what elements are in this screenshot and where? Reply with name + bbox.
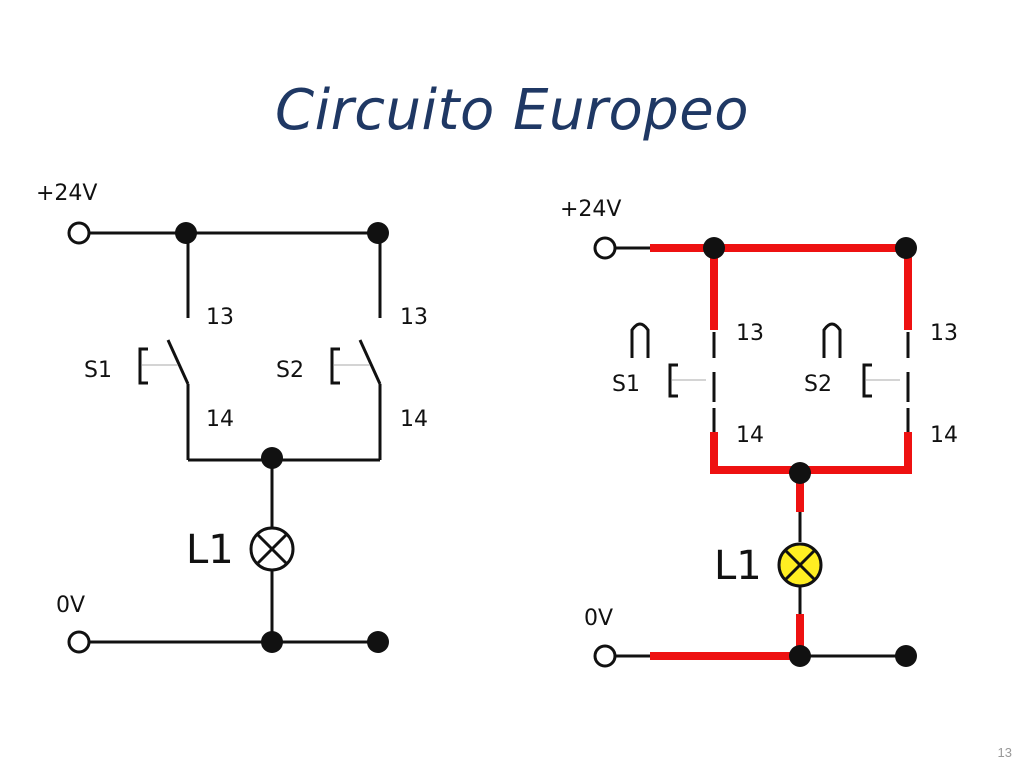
left-s1-top-terminal: 13 bbox=[206, 305, 234, 330]
right-s2-top-terminal: 13 bbox=[930, 321, 958, 346]
right-s2-actuator-bracket bbox=[862, 363, 872, 398]
right-lamp-label: L1 bbox=[714, 543, 762, 589]
left-s2-contact bbox=[358, 339, 382, 385]
left-supply-label: +24V bbox=[36, 181, 97, 206]
left-junction-dots bbox=[175, 222, 389, 653]
left-junction-dot bbox=[261, 447, 283, 469]
left-s2-bottom-terminal: 14 bbox=[400, 407, 428, 432]
left-ground-terminal bbox=[67, 630, 91, 654]
right-junction-dots bbox=[703, 237, 917, 667]
page-number: 13 bbox=[997, 745, 1012, 760]
right-energized-path bbox=[650, 244, 912, 660]
left-junction-dot bbox=[175, 222, 197, 244]
right-ground-label: 0V bbox=[584, 606, 613, 631]
right-s1-bottom-terminal: 14 bbox=[736, 423, 764, 448]
left-junction-dot bbox=[367, 222, 389, 244]
left-s1-label: S1 bbox=[84, 358, 112, 383]
left-junction-dot bbox=[367, 631, 389, 653]
right-s1-actuator-top-icon bbox=[630, 322, 650, 358]
left-s2-label: S2 bbox=[276, 358, 304, 383]
right-s2-actuator-top-icon bbox=[822, 322, 842, 358]
right-junction-dot bbox=[895, 237, 917, 259]
right-s1-top-terminal: 13 bbox=[736, 321, 764, 346]
left-junction-dot bbox=[261, 631, 283, 653]
left-circuit bbox=[67, 221, 382, 654]
page-title: Circuito Europeo bbox=[275, 78, 749, 143]
left-s2-actuator-bracket bbox=[330, 347, 340, 385]
right-s1-label: S1 bbox=[612, 372, 640, 397]
left-s1-bottom-terminal: 14 bbox=[206, 407, 234, 432]
right-lamp-cross-b bbox=[783, 548, 817, 582]
right-circuit bbox=[593, 236, 910, 668]
left-ground-label: 0V bbox=[56, 593, 85, 618]
right-junction-dot bbox=[789, 462, 811, 484]
right-s1-actuator-bracket bbox=[668, 363, 678, 398]
right-supply-label: +24V bbox=[560, 197, 621, 222]
right-junction-dot bbox=[789, 645, 811, 667]
right-junction-dot bbox=[895, 645, 917, 667]
right-join-energized bbox=[710, 432, 912, 474]
left-s1-actuator-bracket bbox=[138, 347, 148, 385]
left-s1-contact bbox=[166, 339, 190, 385]
right-s2-label: S2 bbox=[804, 372, 832, 397]
right-junction-dot bbox=[703, 237, 725, 259]
right-ground-terminal bbox=[593, 644, 617, 668]
left-lamp-cross-b bbox=[255, 532, 289, 566]
left-lamp-label: L1 bbox=[186, 527, 234, 573]
left-supply-terminal bbox=[67, 221, 91, 245]
right-supply-terminal bbox=[593, 236, 617, 260]
right-s2-bottom-terminal: 14 bbox=[930, 423, 958, 448]
left-s2-top-terminal: 13 bbox=[400, 305, 428, 330]
